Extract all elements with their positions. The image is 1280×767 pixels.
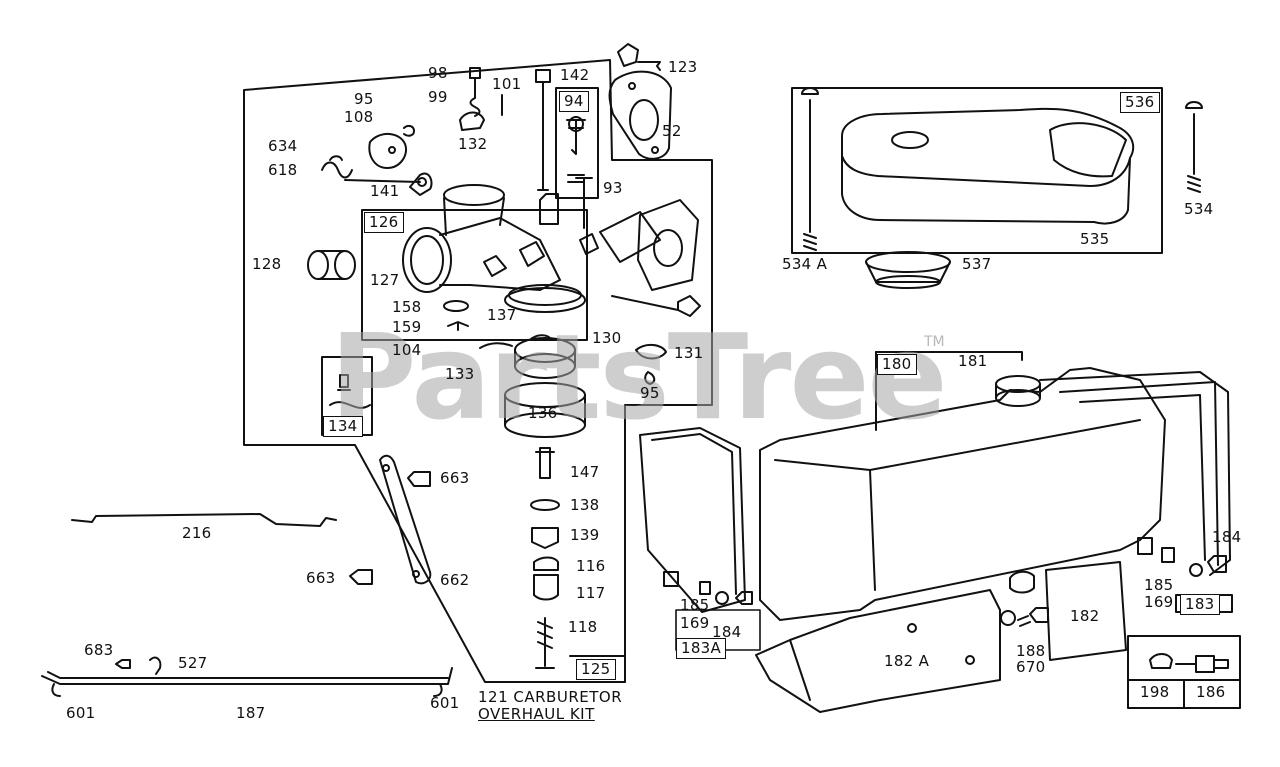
flange [637,199,699,291]
callout-184: 184 [712,623,742,641]
callout-99: 99 [428,88,448,106]
callout-158: 158 [392,298,422,316]
callout-537: 537 [962,255,992,273]
callout-130: 130 [592,329,622,347]
needle-142 [535,69,551,191]
callout-169b: 169 [1144,593,1174,611]
screw-94 [566,119,586,183]
bracket-662 [379,454,432,585]
callout-138: 138 [570,496,600,514]
callout-125: 125 [576,659,616,680]
callout-534: 534 [1184,200,1214,218]
nut-139 [531,527,559,549]
callout-169: 169 [680,614,710,632]
callout-142: 142 [560,66,590,84]
callout-127: 127 [370,271,400,289]
callout-183: 183 [1180,594,1220,615]
fitting-117 [533,574,559,601]
callout-128: 128 [252,255,282,273]
callout-131: 131 [674,344,704,362]
callout-136: 136 [528,404,558,422]
callout-126: 126 [364,212,404,233]
kit-caption-line1: 121 CARBURETOR [478,688,623,706]
callout-662: 662 [440,571,470,589]
callout-108: 108 [344,108,374,126]
callout-52: 52 [662,122,682,140]
callout-133: 133 [445,365,475,383]
part-132 [459,111,485,131]
callout-123: 123 [668,58,698,76]
callout-601: 601 [66,704,96,722]
muffler-536 [841,107,1135,225]
box-180 [875,351,1023,361]
callout-534A: 534 A [782,255,828,273]
box-94 [555,87,599,199]
callout-95: 95 [354,90,374,108]
callout-117: 117 [576,584,606,602]
bushing-128 [307,250,329,280]
callout-683: 683 [84,641,114,659]
box-536 [791,87,1163,254]
callout-180: 180 [877,354,917,375]
callout-601b: 601 [430,694,460,712]
callout-663: 663 [440,469,470,487]
callout-104: 104 [392,341,422,359]
throttle-plate-108 [368,133,407,169]
nut-116 [533,556,559,571]
box-126 [361,209,588,341]
callout-159: 159 [392,318,422,336]
fuel-tank-180 [759,367,1166,621]
callout-185: 185 [680,596,710,614]
carburetor-kit-caption: 121 CARBURETOR OVERHAUL KIT [478,689,622,722]
callout-536: 536 [1120,92,1160,113]
callout-198: 198 [1140,683,1170,701]
screw-147 [535,447,555,479]
fuel-line-187 [41,667,453,685]
callout-116: 116 [576,557,606,575]
callout-141: 141 [370,182,400,200]
callout-185b: 185 [1144,576,1174,594]
callout-118: 118 [568,618,598,636]
callout-670: 670 [1016,658,1046,676]
callout-137: 137 [487,306,517,324]
watermark-trademark: TM [924,334,945,350]
callout-94: 94 [559,91,589,112]
callout-634: 634 [268,137,298,155]
callout-93: 93 [603,179,623,197]
callout-95b: 95 [640,384,660,402]
shroud-183A [639,427,746,613]
carburetor-body-127 [402,177,661,313]
bracket-182 [1045,561,1127,661]
watermark: PartsTree [330,308,948,446]
callout-181: 181 [958,352,988,370]
kit-caption-line2: OVERHAUL KIT [478,704,595,723]
gasket-52 [608,70,672,160]
callout-527: 527 [178,654,208,672]
callout-216: 216 [182,524,212,542]
callout-147: 147 [570,463,600,481]
callout-183A: 183A [676,638,727,659]
throttle-shaft-141 [344,172,433,196]
callout-184b: 184 [1212,528,1242,546]
callout-186: 186 [1196,683,1226,701]
callout-188: 188 [1016,642,1046,660]
callout-187: 187 [236,704,266,722]
callout-182: 182 [1070,607,1100,625]
callout-98: 98 [428,64,448,82]
callout-535: 535 [1080,230,1110,248]
callout-618: 618 [268,161,298,179]
callout-101: 101 [492,75,522,93]
callout-663b: 663 [306,569,336,587]
callout-134: 134 [323,416,363,437]
callout-139: 139 [570,526,600,544]
bracket-182A [755,589,1001,713]
gasket-537 [865,251,951,273]
needle-118 [535,617,555,669]
callout-132: 132 [458,135,488,153]
callout-182A: 182 A [884,652,930,670]
link-216 [71,513,337,527]
